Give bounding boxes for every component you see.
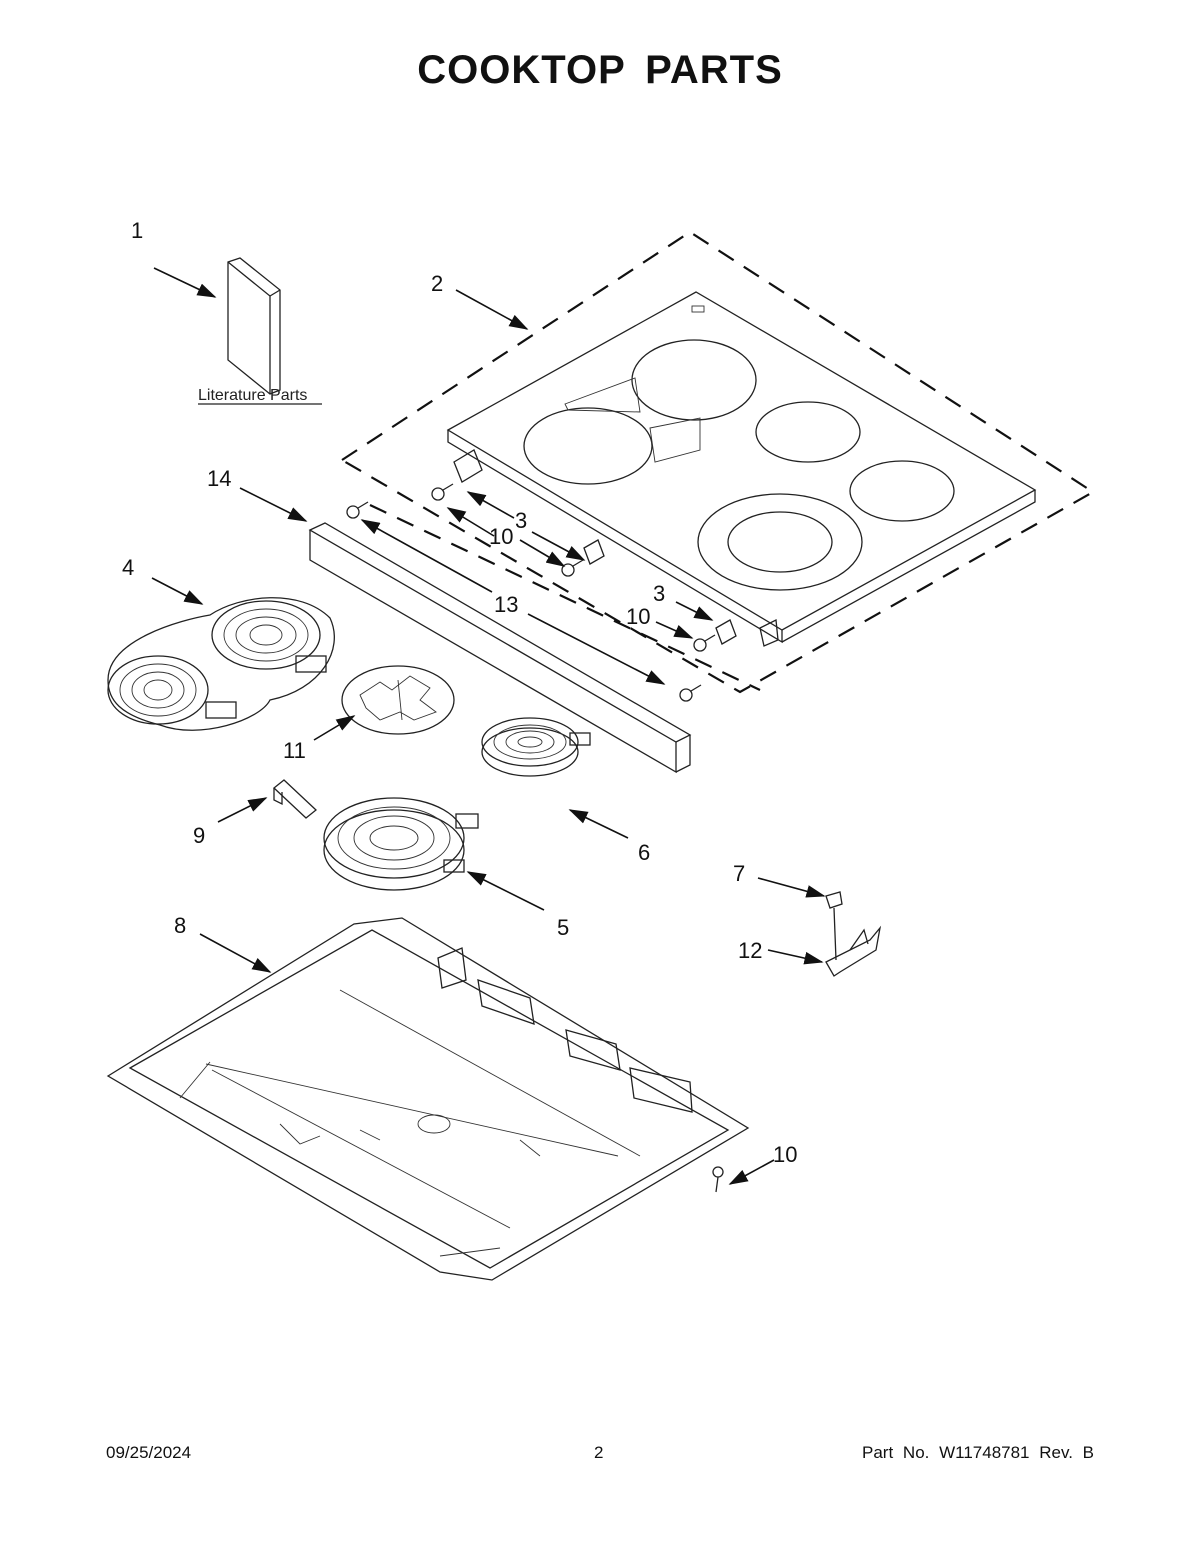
insulator-disk [341,665,455,735]
footer-part-number: Part No. W11748781 Rev. B [862,1443,1094,1462]
cooktop-dashed-outline [339,230,1096,694]
glass-cooktop [446,291,1037,644]
bracket-mid [583,539,605,565]
single-element-large [323,797,479,891]
callout-1: 1 [131,218,143,243]
pan-screw [712,1166,724,1193]
callout-3b: 3 [653,581,665,606]
leader-arrows [151,267,826,1185]
callout-14: 14 [207,466,231,491]
callout-13: 13 [494,592,518,617]
front-trim-bar [308,522,692,774]
callout-9: 9 [193,823,205,848]
callout-11: 11 [283,738,306,763]
callout-6: 6 [638,840,650,865]
literature-parts-book [227,257,281,395]
callout-4: 4 [122,555,134,580]
callout-10c: 10 [773,1142,797,1167]
callout-5: 5 [557,915,569,940]
mounting-bracket [825,925,882,977]
dual-radiant-element [107,597,335,731]
mounting-screw [825,891,843,961]
screw-3 [561,559,584,577]
burner-box-pan [106,917,750,1281]
element-clip [273,779,317,819]
callout-2: 2 [431,271,443,296]
bracket-right [715,618,779,647]
screw-4 [693,634,716,652]
callout-3a: 3 [515,508,527,533]
callout-7: 7 [733,861,745,886]
screw-1 [346,501,369,519]
footer-date: 09/25/2024 [106,1443,192,1462]
callout-10a: 10 [489,524,513,549]
screw-2 [431,483,454,501]
single-element-small [481,717,591,777]
callout-12: 12 [738,938,762,963]
footer-page-number: 2 [594,1443,604,1462]
callout-8: 8 [174,913,186,938]
page-title: COOKTOP PARTS [417,48,783,92]
literature-parts-label: Literature Parts [198,387,307,404]
cooktop-dashed-inner [369,504,761,691]
screw-5 [679,684,702,702]
callout-10b: 10 [626,604,650,629]
bracket-left [453,449,483,483]
